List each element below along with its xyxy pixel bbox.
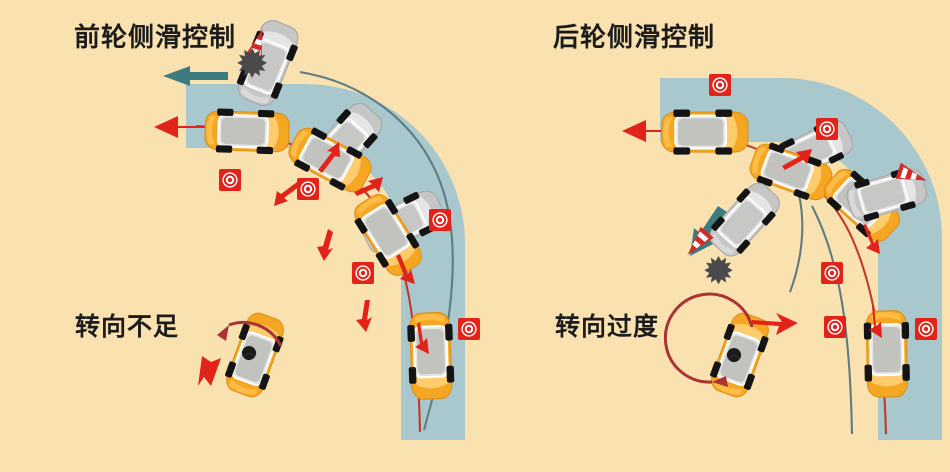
road-band-left: [186, 84, 465, 440]
brake-target-icon[interactable]: [708, 73, 732, 97]
car-controlled-4: [405, 310, 457, 401]
teal-direction-arrow-icon: [163, 66, 228, 86]
brake-target-icon[interactable]: [218, 168, 242, 192]
panel-title-rear-skid: 后轮侧滑控制: [553, 22, 716, 52]
brake-force-arrows-right: [782, 149, 882, 338]
yaw-center-icon: [726, 347, 742, 363]
brake-target-icon[interactable]: [428, 208, 452, 232]
car-controlled-4: [862, 309, 912, 399]
brake-target-icon[interactable]: [351, 261, 375, 285]
brake-target-icon[interactable]: [823, 315, 847, 339]
brake-target-icon[interactable]: [914, 317, 938, 341]
brake-target-icon[interactable]: [457, 317, 481, 341]
red-force-arrow-icon: [154, 116, 240, 138]
yaw-center-icon: [241, 345, 257, 361]
panel-rear-skid: [622, 73, 942, 440]
brake-force-arrows-left: [274, 142, 429, 354]
panel-front-skid: [154, 14, 481, 440]
trajectory-uncontrolled-right-b: [811, 205, 854, 435]
panel-title-front-skid: 前轮侧滑控制: [74, 22, 237, 52]
brake-target-icon[interactable]: [296, 177, 320, 201]
legend-understeer: [198, 308, 291, 402]
legend-label-understeer: 转向不足: [75, 313, 180, 341]
brake-target-icon[interactable]: [820, 261, 844, 285]
rotation-arc-icon: [663, 292, 754, 387]
legend-label-oversteer: 转向过度: [555, 313, 660, 341]
road-band-right: [660, 78, 942, 440]
legend-oversteer: [663, 292, 798, 402]
brake-target-icon[interactable]: [815, 117, 839, 141]
rotation-arc-icon: [217, 321, 283, 347]
understeer-path-arrow-icon: [198, 356, 221, 386]
car-controlled-1: [660, 108, 750, 156]
car-controlled-1: [203, 106, 291, 156]
oversteer-path-arrow-icon: [751, 313, 798, 335]
